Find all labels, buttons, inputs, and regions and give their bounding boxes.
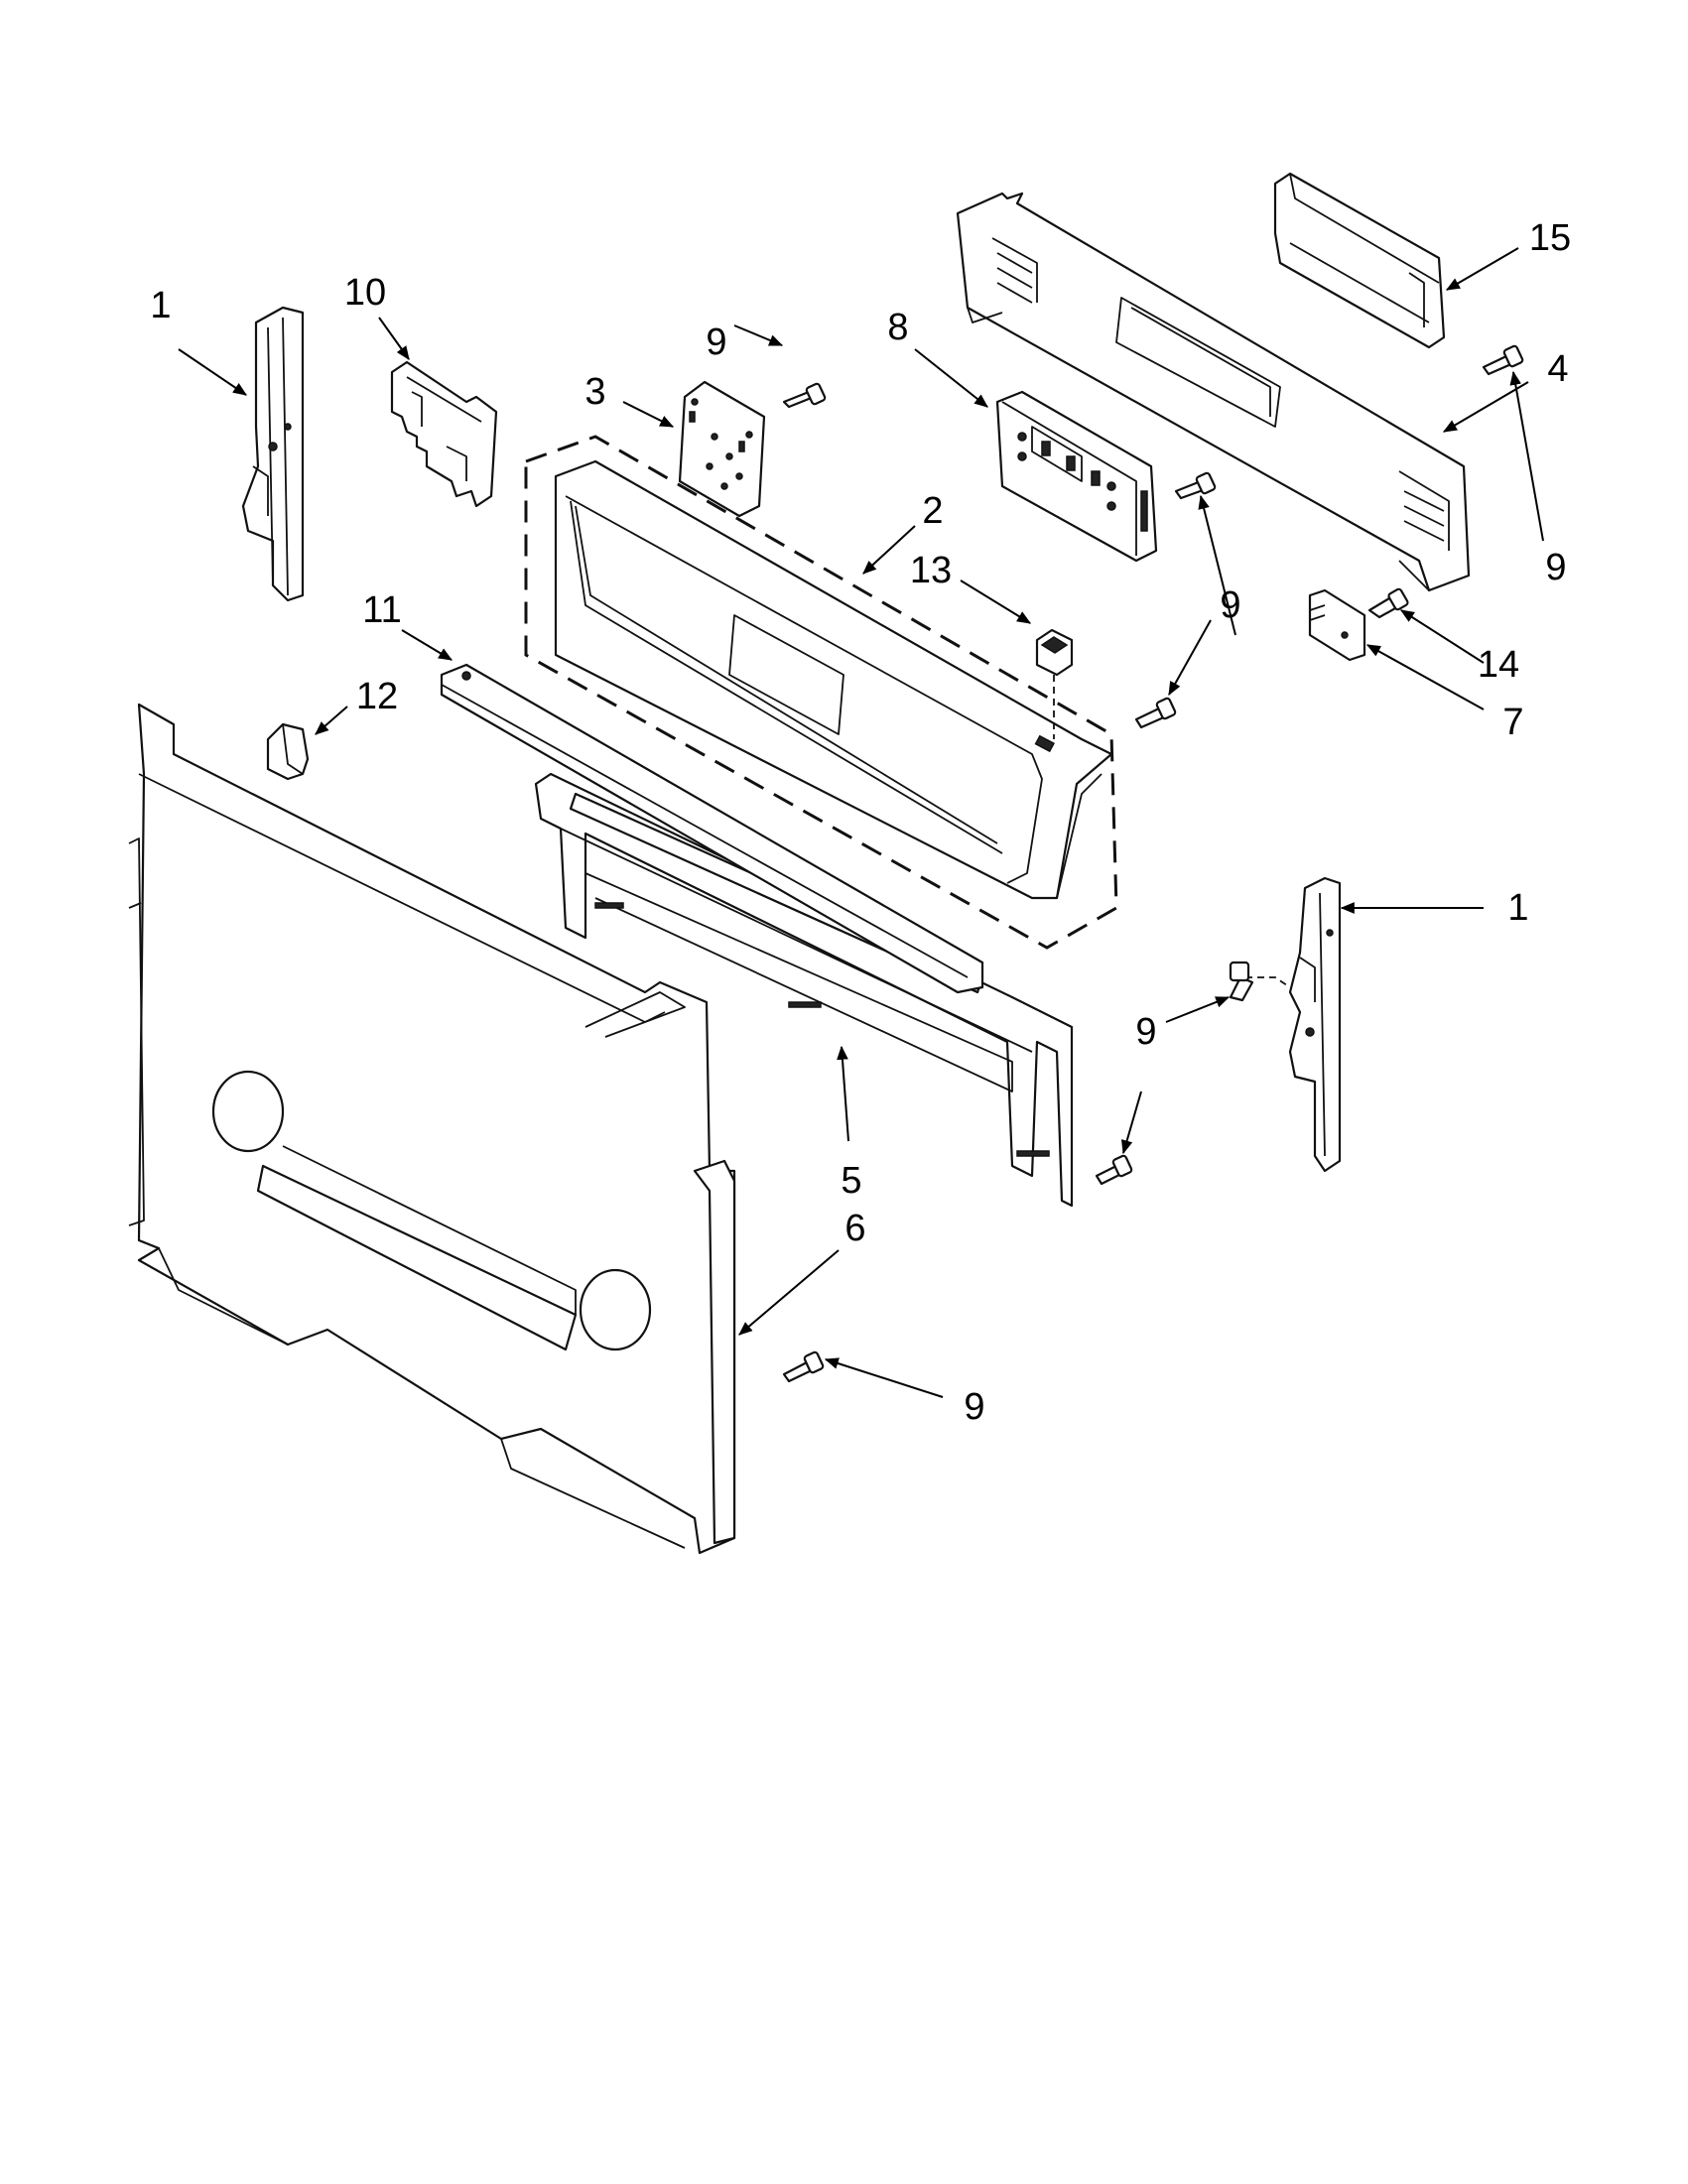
screw-9-b (1174, 471, 1217, 500)
part-8-electronic-control (995, 390, 1158, 563)
leader-9c (1198, 494, 1236, 636)
leader-3 (622, 401, 675, 428)
screw-9-f (1095, 1154, 1133, 1186)
part-3-control-board (678, 380, 766, 518)
leader-7 (1365, 644, 1485, 710)
callout-1-left: 1 (150, 285, 171, 326)
part-1-right-bracket (1245, 876, 1342, 1173)
part-11-trim-strip (440, 663, 984, 994)
leader-14 (1400, 609, 1485, 664)
part-14-screw (1367, 587, 1409, 619)
part-12-clip (266, 722, 310, 781)
leader-9e (1165, 996, 1231, 1023)
leader-lines (178, 247, 1544, 1398)
callout-11: 11 (362, 589, 401, 631)
callout-15: 15 (1529, 217, 1571, 259)
part-7-bracket (1308, 588, 1366, 662)
leader-10 (378, 317, 410, 360)
screw-9-e (1229, 961, 1254, 1002)
callout-5: 5 (841, 1160, 861, 1202)
leader-5 (837, 1045, 849, 1142)
leader-9a (733, 324, 784, 346)
callout-4: 4 (1547, 348, 1568, 390)
part-10-bracket (390, 360, 498, 508)
callout-12: 12 (356, 676, 398, 717)
leader-9d (1168, 619, 1212, 697)
part-4-rear-panel (956, 192, 1471, 592)
leader-2 (862, 525, 916, 575)
part-2-console-panel (524, 435, 1118, 950)
leader-13 (960, 579, 1031, 624)
callout-9-bottom: 9 (964, 1386, 984, 1428)
leader-4 (1442, 381, 1529, 433)
callout-9-lower: 9 (1135, 1011, 1156, 1053)
screw-9-d (1134, 697, 1177, 729)
part-13-switch (1035, 628, 1074, 739)
callout-8: 8 (887, 307, 908, 348)
callout-labels: 1 10 9 3 8 15 4 9 2 13 9 11 14 9 7 12 1 … (150, 217, 1571, 1428)
callout-14: 14 (1478, 644, 1519, 686)
callout-3: 3 (584, 371, 605, 413)
part-1-left-bracket (241, 306, 305, 602)
callout-13: 13 (910, 550, 952, 591)
screw-9-a (782, 382, 827, 409)
leader-15 (1445, 247, 1519, 291)
leader-1a (178, 348, 247, 396)
callout-9-right: 9 (1545, 547, 1566, 588)
leader-9b (1509, 370, 1544, 542)
leader-11 (401, 629, 454, 661)
callout-9-mid: 9 (1220, 584, 1240, 626)
leader-9g (824, 1357, 944, 1398)
callout-6: 6 (844, 1208, 865, 1249)
callout-1-right: 1 (1507, 887, 1528, 929)
callout-10: 10 (344, 272, 386, 314)
leader-12 (315, 706, 348, 735)
leader-9f (1120, 1091, 1142, 1155)
part-6-lower-panel (128, 703, 736, 1555)
screw-9-g (782, 1350, 825, 1383)
callout-2: 2 (922, 490, 943, 532)
part-15-vent-channel (1273, 172, 1446, 349)
leader-6 (738, 1249, 840, 1336)
callout-7: 7 (1502, 702, 1523, 743)
screw-9-c (1482, 344, 1524, 376)
leader-8 (914, 348, 988, 408)
callout-9-top: 9 (706, 321, 726, 363)
